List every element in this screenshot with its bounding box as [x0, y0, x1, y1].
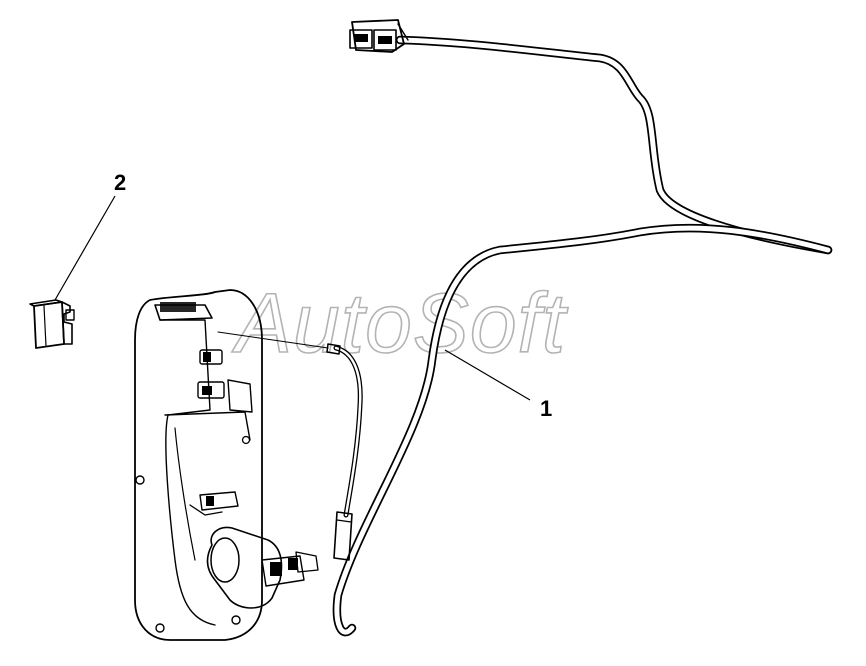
connector-plug — [349, 19, 409, 53]
callout-2-leader — [54, 195, 116, 301]
callout-2-label: 2 — [114, 170, 126, 195]
callout-1-leader — [444, 349, 531, 401]
wiring-harness — [217, 19, 833, 637]
mounting-bracket — [134, 289, 319, 641]
callout-1-label: 1 — [540, 396, 552, 421]
fuse — [29, 299, 75, 349]
watermark-text: AutoSoft — [231, 276, 569, 370]
solenoid — [206, 526, 319, 609]
